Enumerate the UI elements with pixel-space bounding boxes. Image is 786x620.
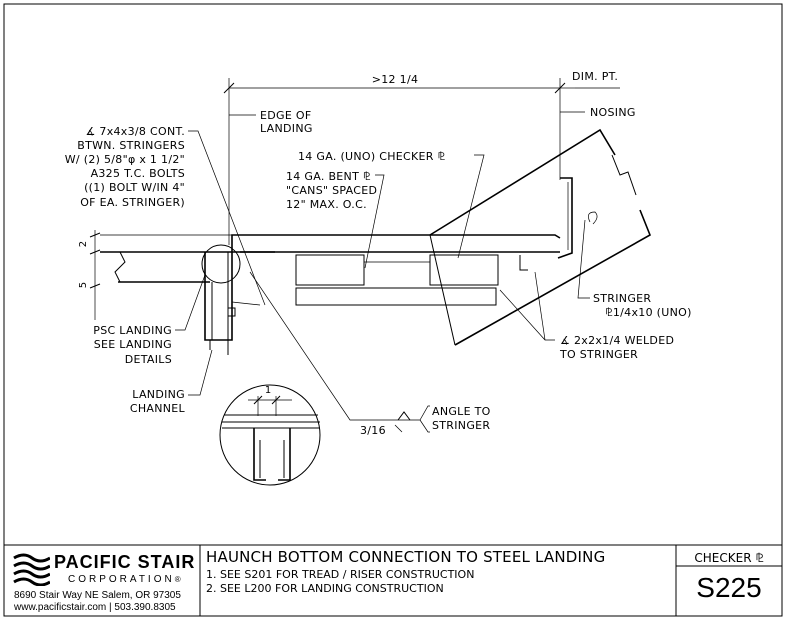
sheet-number: S225 <box>696 572 762 603</box>
dim-5-label: 5 <box>78 282 89 288</box>
enlarged-detail: 1 <box>219 384 321 486</box>
psc-label-1: PSC LANDING <box>93 324 172 337</box>
tread-type: CHECKER ⅊ <box>694 551 764 565</box>
psc-label-2: SEE LANDING <box>94 338 172 351</box>
angle-cont-callout: ∡ 7x4x3/8 CONT. BTWN. STRINGERS W/ (2) 5… <box>65 125 266 306</box>
dim-2-label: 2 <box>78 241 89 247</box>
stringer-label-1: STRINGER <box>593 292 651 305</box>
stringer-label-2: ⅊1/4x10 (UNO) <box>605 306 692 319</box>
welded-label-2: TO STRINGER <box>559 348 638 361</box>
sheet-info: HAUNCH BOTTOM CONNECTION TO STEEL LANDIN… <box>206 548 672 595</box>
landing-geometry <box>100 234 275 355</box>
bent-line-1: 14 GA. BENT ⅊ <box>286 170 371 183</box>
sheet-title: HAUNCH BOTTOM CONNECTION TO STEEL LANDIN… <box>206 548 606 566</box>
bent-line-3: 12" MAX. O.C. <box>286 198 367 211</box>
registered-mark: ® <box>174 575 181 584</box>
angle-cont-line-1: ∡ 7x4x3/8 CONT. <box>85 125 185 138</box>
company-block: PACIFIC STAIR CORPORATION® 8690 Stair Wa… <box>8 548 198 614</box>
edge-of-label: EDGE OF <box>260 109 311 122</box>
bent-line-2: "CANS" SPACED <box>286 184 377 197</box>
dim-pt-label: DIM. PT. <box>572 70 618 83</box>
angle-cont-line-6: OF EA. STRINGER) <box>80 196 185 209</box>
angle-cont-line-2: BTWN. STRINGERS <box>77 139 185 152</box>
nosing-callout: NOSING <box>560 106 636 119</box>
note-1: 1. SEE S201 FOR TREAD / RISER CONSTRUCTI… <box>206 568 475 581</box>
landing-channel-callout: LANDING CHANNEL <box>130 349 213 415</box>
weld-symbol-callout: 3/16 ANGLE TO STRINGER <box>249 271 491 437</box>
weld-size-label: 3/16 <box>360 424 386 437</box>
checker-label: 14 GA. (UNO) CHECKER ⅊ <box>298 150 446 163</box>
company-name: PACIFIC STAIR <box>54 552 196 572</box>
landing-label: LANDING <box>260 122 313 135</box>
angle-cont-line-3: W/ (2) 5/8"φ x 1 1/2" <box>65 153 185 166</box>
stringer-geometry <box>240 128 652 346</box>
note-2: 2. SEE L200 FOR LANDING CONSTRUCTION <box>206 582 444 595</box>
welded-angle-callout: ∡ 2x2x1/4 WELDED TO STRINGER <box>499 271 674 361</box>
checker-plate-callout: 14 GA. (UNO) CHECKER ⅊ <box>298 150 485 259</box>
channel-label-1: LANDING <box>132 388 185 401</box>
vertical-dims: 2 5 <box>78 230 101 320</box>
company-sub-text: CORPORATION <box>68 574 175 585</box>
angle-cont-line-5: ((1) BOLT W/IN 4" <box>84 181 185 194</box>
company-address: 8690 Stair Way NE Salem, OR 97305 <box>14 590 181 601</box>
company-sub: CORPORATION® <box>68 574 181 585</box>
nosing-label: NOSING <box>590 106 636 119</box>
top-dimension: >12 1/4 DIM. PT. <box>223 70 620 245</box>
angle-cont-line-4: A325 T.C. BOLTS <box>91 167 185 180</box>
dim-1-label: 1 <box>265 385 271 396</box>
dim-top-label: >12 1/4 <box>372 73 419 86</box>
angle-to-label-2: STRINGER <box>432 419 490 432</box>
bent-plate-callout: 14 GA. BENT ⅊ "CANS" SPACED 12" MAX. O.C… <box>286 170 385 269</box>
angle-to-label-1: ANGLE TO <box>432 405 491 418</box>
stringer-callout: STRINGER ⅊1/4x10 (UNO) <box>577 219 692 319</box>
company-contact: www.pacificstair.com | 503.390.8305 <box>14 602 176 613</box>
edge-of-landing-callout: EDGE OF LANDING <box>229 109 313 135</box>
pacific-stair-logo-icon <box>13 553 50 586</box>
psc-landing-callout: PSC LANDING SEE LANDING DETAILS <box>93 274 206 366</box>
channel-label-2: CHANNEL <box>130 402 186 415</box>
sheet-border <box>3 3 783 617</box>
welded-label-1: ∡ 2x2x1/4 WELDED <box>560 334 674 347</box>
psc-label-3: DETAILS <box>125 353 172 366</box>
